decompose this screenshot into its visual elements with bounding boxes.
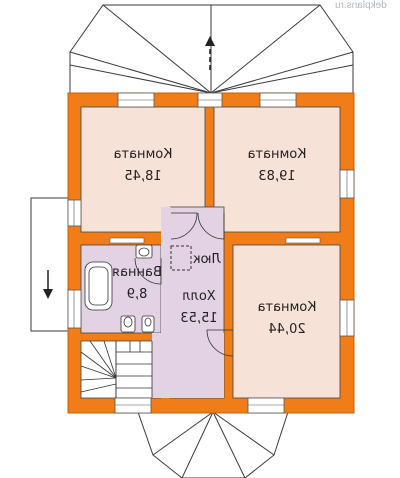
room-top-left-name: Комната [114,147,173,162]
arrow-down-icon [43,270,53,299]
door-swing-icon [134,212,234,357]
toilet-icon [120,315,155,333]
room-right-area: 20,44 [268,322,305,337]
hall-name: Холл [182,289,215,304]
hatch-label-wrap: Люк [193,252,222,267]
window-sashes [73,99,348,406]
bottom-bay [137,411,289,478]
room-top-right-floor [213,106,341,233]
staircase-icon [80,340,153,398]
bathroom-name: Ванная [112,265,162,280]
room-label-right: Комната 20,44 [258,300,317,337]
stairwell [80,340,162,399]
room-top-right-area: 19,83 [258,169,295,184]
arrow-up-icon [205,36,215,70]
left-balcony [30,197,72,332]
room-right-floor [232,244,341,399]
room-top-right-name: Комната [248,147,307,162]
room-right-name: Комната [258,300,317,315]
windows [67,92,355,414]
sink-icon [135,244,153,259]
bathroom-area: 8,9 [127,287,148,302]
room-label-top-right: Комната 19,83 [248,147,307,184]
room-label-top-left: Комната 18,45 [114,147,173,184]
stair-landing [152,333,224,398]
hatch-icon [170,245,192,271]
hall-area: 15,53 [180,311,217,326]
room-top-left-area: 18,45 [124,169,161,184]
room-label-hall: Холл 15,53 [180,289,217,326]
radiators [109,237,321,244]
bathtub-icon [84,261,113,311]
hatch-label: Люк [193,252,222,267]
room-label-bathroom: Ванная 8,9 [112,265,162,302]
roof-top [69,4,354,94]
hall-top-ext [161,207,171,333]
